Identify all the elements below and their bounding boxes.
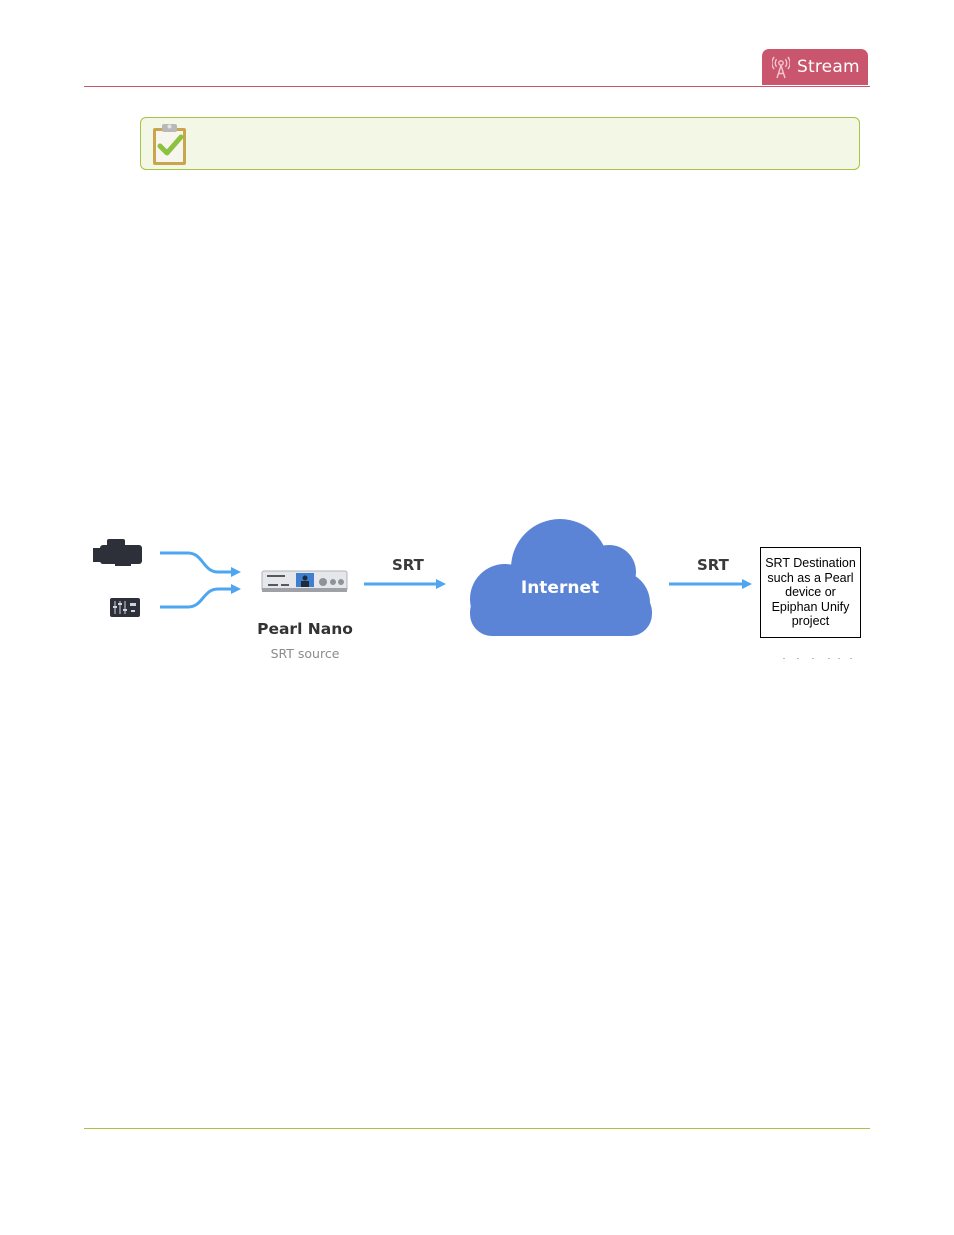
note-callout <box>140 117 860 170</box>
source-device-role: SRT source <box>270 646 340 661</box>
section-tab-stream: Stream <box>762 49 868 85</box>
internet-cloud <box>470 519 652 636</box>
video-camera-icon <box>93 539 142 566</box>
destination-line: Epiphan Unify <box>771 599 850 614</box>
clipboard-check-icon <box>153 124 186 165</box>
srt-label-right: SRT <box>697 556 729 574</box>
mixer-input-arrow <box>160 584 241 609</box>
footer-divider <box>84 1128 870 1129</box>
section-tab-label: Stream <box>797 57 860 77</box>
destination-line: SRT Destination <box>765 556 856 570</box>
srt-destination-box: SRT Destination such as a Pearl device o… <box>760 547 861 638</box>
pearl-nano-device <box>261 570 348 592</box>
destination-line: project <box>791 614 830 629</box>
broadcast-tower-icon <box>772 56 790 79</box>
camera-input-arrow <box>160 551 241 577</box>
audio-mixer-icon <box>110 598 140 617</box>
srt-label-left: SRT <box>392 556 424 574</box>
destination-line: device or <box>785 585 836 600</box>
internet-label: Internet <box>520 578 600 598</box>
caption-residue <box>783 658 852 659</box>
source-device-name: Pearl Nano <box>257 620 353 638</box>
destination-line: such as a Pearl <box>767 570 854 585</box>
header-divider <box>84 86 870 87</box>
